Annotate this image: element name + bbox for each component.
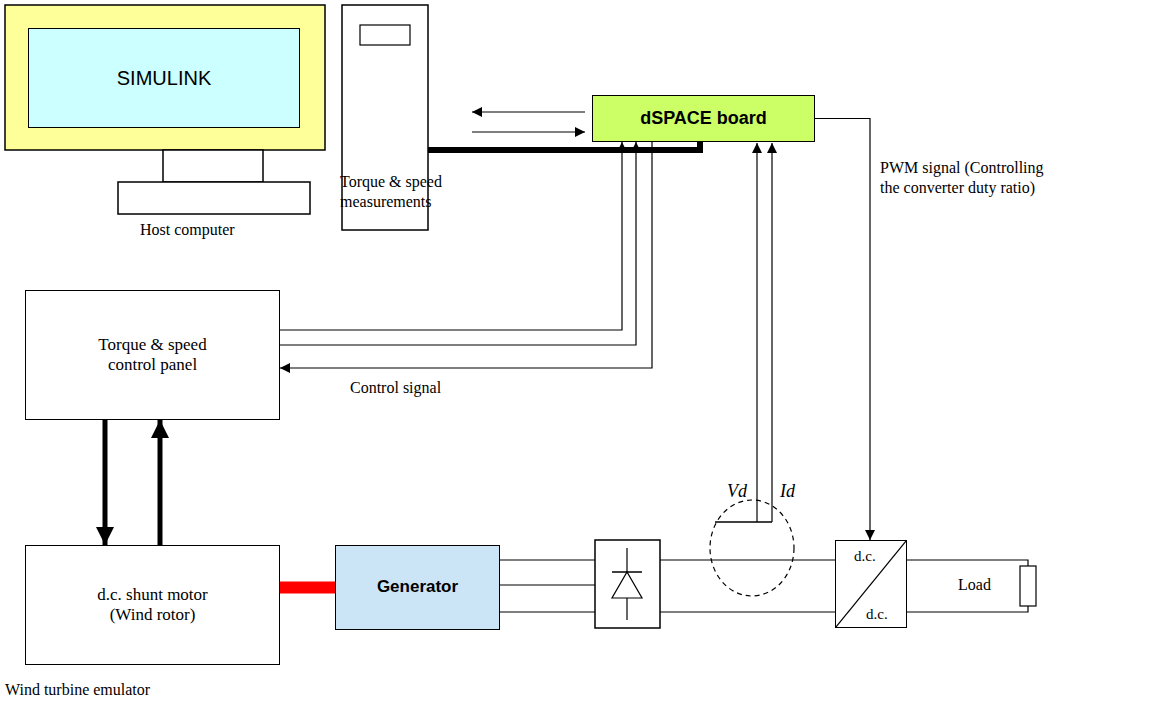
annotation-label: Host computer [140, 220, 235, 240]
current-signal [771, 143, 772, 522]
dc-link-wire [660, 559, 835, 560]
node-text: Generator [377, 577, 458, 597]
diode-bar [612, 571, 642, 573]
monitor-frame [5, 5, 325, 150]
signal-connector [815, 119, 870, 541]
diode-symbol [612, 572, 642, 598]
resistor-symbol [1020, 566, 1036, 606]
signal-connector [158, 420, 163, 545]
node-text: SIMULINK [117, 66, 211, 90]
load-wire [907, 560, 1028, 566]
screen-box: SIMULINK [28, 28, 300, 128]
process-box: d.c. shunt motor (Wind rotor) [25, 545, 280, 665]
signal-connector [280, 142, 636, 345]
annotation-label: Id [780, 480, 795, 503]
annotation-label: Torque & speed measurements [340, 172, 465, 212]
converter-box: d.c. d.c. [835, 540, 907, 628]
host-link [428, 142, 700, 150]
generator-box: Generator [335, 545, 500, 630]
data-arrow [472, 131, 585, 132]
signal-connector [280, 142, 622, 330]
drive-slot [360, 25, 410, 45]
converter-diagonal-line [836, 541, 906, 627]
signal-connector [103, 420, 108, 545]
annotation-label: Vd [727, 480, 747, 503]
data-arrow [472, 111, 585, 112]
dc-link-wire [660, 611, 835, 612]
node-text: Torque & speed control panel [78, 335, 228, 376]
rectifier-box [595, 540, 660, 628]
phase-wire [500, 584, 595, 585]
annotation-label: PWM signal (Controlling the converter du… [880, 158, 1045, 198]
sensor-bar [715, 521, 772, 523]
node-text: d.c. shunt motor (Wind rotor) [78, 585, 228, 626]
phase-wire [500, 611, 595, 612]
signal-connector [280, 142, 652, 368]
sensor-ellipse [710, 500, 794, 596]
node-text: dSPACE board [640, 108, 767, 130]
node-text: d.c. [854, 547, 876, 565]
annotation-label: Wind turbine emulator [5, 680, 150, 700]
node-text: d.c. [866, 605, 888, 623]
shaft-coupling [280, 582, 335, 594]
monitor-neck [163, 150, 263, 182]
phase-wire [500, 559, 595, 560]
annotation-label: Load [958, 575, 991, 595]
monitor-base [118, 182, 310, 214]
annotation-label: Control signal [350, 378, 441, 398]
process-box: Torque & speed control panel [25, 290, 280, 420]
voltage-signal [756, 143, 757, 522]
load-wire [907, 606, 1028, 612]
controller-box: dSPACE board [592, 95, 815, 142]
